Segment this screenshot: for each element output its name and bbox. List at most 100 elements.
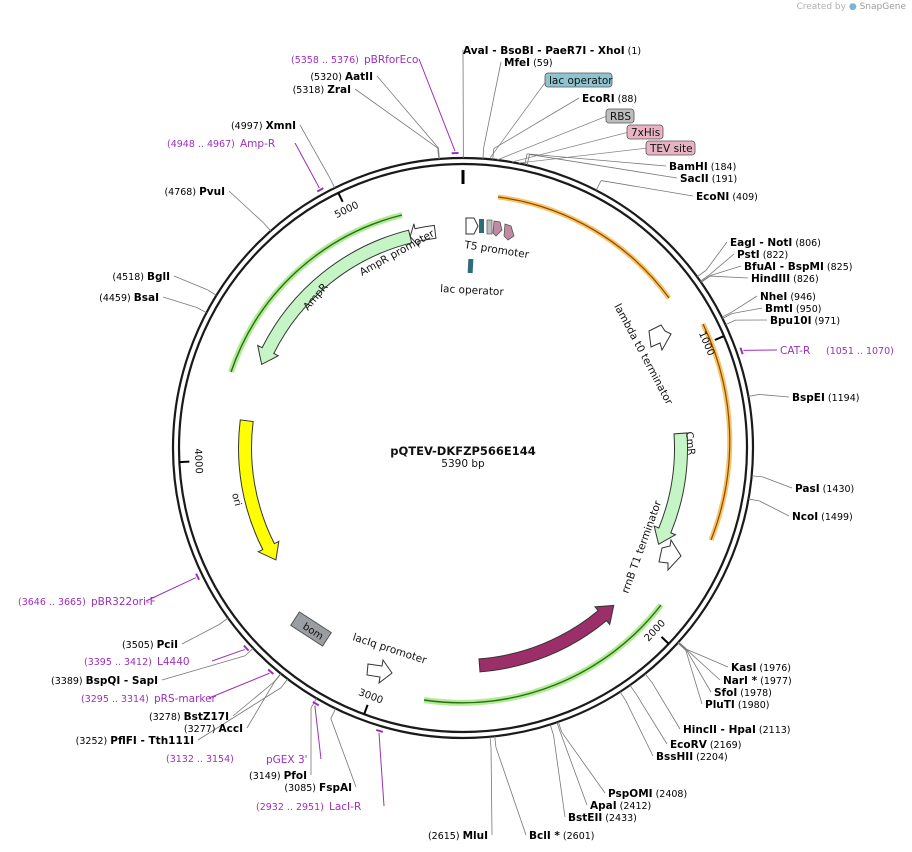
enzyme-leader bbox=[181, 624, 220, 645]
enzyme-site-mfei: MfeI (59) bbox=[482, 57, 553, 159]
enzyme-site-pspomi: PspOMI (2408) bbox=[557, 721, 687, 800]
enzyme-position: (1499) bbox=[818, 512, 853, 523]
enzyme-position: (3277) bbox=[184, 724, 219, 735]
enzyme-leader bbox=[601, 180, 694, 197]
enzyme-tick bbox=[280, 678, 288, 688]
enzyme-name: PstI bbox=[737, 249, 760, 261]
rrnb-t1-terminator-shape bbox=[658, 538, 682, 572]
enzyme-site-fspai: (3085) FspAI bbox=[284, 708, 357, 794]
primer-leader bbox=[211, 648, 245, 662]
primer-range: (2932 .. 2951) bbox=[256, 802, 324, 813]
feature-ampr bbox=[257, 229, 413, 366]
enzyme-name-extra: - SapI bbox=[120, 675, 158, 687]
enzyme-site-pcii: (3505) PciI bbox=[122, 617, 229, 651]
enzyme-site-zrai: (5318) ZraI bbox=[293, 84, 440, 160]
enzyme-site-bsteii: BstEII (2433) bbox=[549, 724, 637, 824]
enzyme-name: PfoI bbox=[284, 770, 307, 782]
enzyme-site-hincii: HincII - HpaI (2113) bbox=[644, 673, 790, 736]
enzyme-label: (3389) BspQI - SapI bbox=[51, 675, 158, 687]
enzyme-site-bsshii: BssHII (2204) bbox=[619, 691, 728, 763]
tick-label-3000: 3000 bbox=[357, 687, 385, 706]
enzyme-tick bbox=[721, 311, 732, 318]
enzyme-name: BstZ17I bbox=[184, 711, 229, 723]
enzyme-name: PvuI bbox=[199, 186, 225, 198]
lac-operator-box-label: lac operator bbox=[549, 75, 613, 87]
enzyme-name: BglI bbox=[147, 271, 170, 283]
primer-mark bbox=[243, 644, 250, 652]
enzyme-position: (3389) bbox=[51, 676, 86, 687]
primer-range: (3395 .. 3412) bbox=[84, 657, 152, 668]
enzyme-tick bbox=[556, 722, 561, 733]
enzyme-position: (4459) bbox=[99, 293, 134, 304]
enzyme-tick bbox=[206, 289, 217, 296]
enzyme-position: (5318) bbox=[293, 85, 328, 96]
enzyme-tick bbox=[725, 319, 736, 326]
enzyme-tick bbox=[489, 736, 492, 748]
lambda-t0-terminator-shape bbox=[648, 324, 672, 352]
enzyme-position: (2615) bbox=[428, 831, 463, 842]
enzyme-name: PasI bbox=[795, 483, 820, 495]
enzyme-position: (4997) bbox=[231, 121, 266, 132]
enzyme-position: (5320) bbox=[310, 72, 345, 83]
enzyme-site-mlui: (2615) MluI bbox=[428, 736, 493, 842]
enzyme-position: (3149) bbox=[249, 771, 284, 782]
primer-range: (3132 .. 3154) bbox=[166, 754, 234, 765]
enzyme-position: (2204) bbox=[693, 752, 728, 763]
enzyme-name: EcoNI bbox=[696, 191, 729, 203]
enzyme-position: (59) bbox=[530, 58, 553, 69]
primer-mark bbox=[267, 668, 275, 675]
primer-site-laci-r: (2932 .. 2951)LacI-R bbox=[256, 729, 385, 813]
enzyme-label: EcoRV (2169) bbox=[670, 739, 741, 751]
laci-label: lacI bbox=[518, 674, 538, 689]
enzyme-name: PciI bbox=[157, 639, 178, 651]
primer-site-amp-r: (4948 .. 4967)Amp-R bbox=[167, 138, 324, 193]
enzyme-tick bbox=[263, 222, 271, 232]
enzyme-site-ecorv: EcoRV (2169) bbox=[629, 684, 741, 751]
enzyme-label: (4997) XmnI bbox=[231, 120, 296, 132]
enzyme-leader bbox=[710, 275, 749, 279]
enzyme-leader bbox=[732, 307, 763, 314]
tick-2000 bbox=[660, 636, 670, 645]
enzyme-name: SfoI bbox=[714, 687, 737, 699]
plasmid-size: 5390 bp bbox=[441, 458, 485, 470]
primer-site-prs-marker: (3295 .. 3314)pRS-marker bbox=[81, 668, 275, 705]
enzyme-site-bcli: BclI * (2601) bbox=[494, 736, 595, 842]
enzyme-tick bbox=[196, 307, 207, 314]
credit-text: Created by bbox=[796, 2, 846, 12]
primer-leader bbox=[314, 705, 322, 760]
enzyme-name: Bpu10I bbox=[770, 315, 812, 327]
rbs-mark bbox=[486, 219, 493, 235]
primer-sites: (5358 .. 5376)pBRforEco(4948 .. 4967)Amp… bbox=[18, 54, 894, 813]
primer-leader bbox=[418, 58, 456, 152]
enzyme-name-extra: - Tth111I bbox=[137, 735, 194, 747]
enzyme-tick bbox=[629, 684, 637, 695]
his-box-label: 7xHis bbox=[631, 127, 660, 139]
enzyme-name: EcoRI bbox=[582, 93, 615, 105]
enzyme-tick bbox=[273, 673, 282, 683]
enzyme-label: EcoRI (88) bbox=[582, 93, 637, 105]
small-features bbox=[290, 217, 682, 685]
enzyme-position: (4518) bbox=[112, 272, 147, 283]
primer-mark bbox=[316, 187, 324, 193]
enzyme-label: (4768) PvuI bbox=[164, 186, 225, 198]
enzyme-site-bspei: BspEI (1194) bbox=[748, 392, 859, 404]
enzyme-tick bbox=[722, 313, 733, 319]
enzyme-label: BstEII (2433) bbox=[568, 812, 637, 824]
enzyme-site-avai: AvaI - BsoBI - PaeR7I - XhoI (1) bbox=[462, 45, 641, 159]
tev-box-label: TEV site bbox=[649, 143, 693, 155]
enzyme-leader bbox=[731, 295, 758, 313]
enzyme-site-bstz17i: (3278) BstZ17I bbox=[149, 673, 282, 723]
enzyme-tick bbox=[482, 147, 485, 159]
enzyme-tick bbox=[677, 642, 687, 651]
enzyme-name: NheI bbox=[760, 291, 787, 303]
enzyme-label: (5320) AatII bbox=[310, 71, 373, 83]
enzyme-name: BmtI bbox=[765, 303, 793, 315]
enzyme-tick bbox=[329, 177, 336, 189]
enzyme-label: ApaI (2412) bbox=[590, 800, 651, 812]
enzyme-name: MluI bbox=[463, 830, 488, 842]
enzyme-label: (4518) BglI bbox=[112, 271, 170, 283]
enzyme-site-bamhi: BamHI (184) bbox=[524, 153, 736, 173]
primer-leader bbox=[208, 672, 270, 699]
enzyme-position: (822) bbox=[760, 250, 789, 261]
enzyme-name: XmnI bbox=[266, 120, 296, 132]
